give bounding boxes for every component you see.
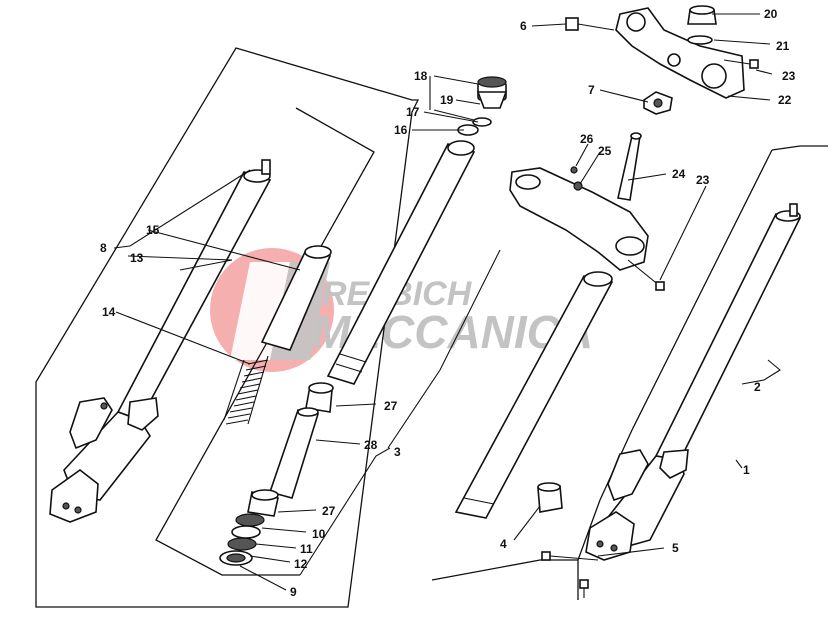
- top-yoke-22: [615, 7, 745, 99]
- callout-4: 4: [500, 537, 507, 551]
- callout-27-upper: 27: [384, 399, 398, 413]
- callout-7: 7: [588, 83, 595, 97]
- callout-1: 1: [743, 463, 750, 477]
- damper-group-frame: [155, 107, 375, 576]
- bolt-23-lower: [627, 259, 665, 291]
- callout-13: 13: [130, 251, 144, 265]
- fork-leg-13: [49, 159, 272, 523]
- spring-14: [223, 355, 269, 425]
- bushing-27-lower: [247, 489, 279, 517]
- lower-triple-clamp-24: [509, 132, 649, 271]
- callout-15: 15: [146, 223, 160, 237]
- fork-tube-damper: [326, 140, 476, 385]
- callout-2: 2: [754, 380, 761, 394]
- right-group-frame-lower: [431, 559, 578, 581]
- left-group-frame: [35, 47, 420, 608]
- bolt-6: [565, 17, 615, 31]
- bolt-23-top: [723, 59, 759, 69]
- callout-8: 8: [100, 241, 107, 255]
- right-group-frame: [577, 145, 828, 600]
- callout-24: 24: [672, 167, 686, 181]
- callout-25: 25: [598, 144, 612, 158]
- seal-stack-10-12-9: [219, 513, 265, 566]
- callout-3: 3: [394, 445, 401, 459]
- callout-21: 21: [776, 39, 790, 53]
- callout-12: 12: [294, 557, 308, 571]
- callout-20: 20: [764, 7, 778, 21]
- fork-tube-2: [454, 271, 614, 519]
- callout-19: 19: [440, 93, 454, 107]
- callout-16: 16: [394, 123, 408, 137]
- damper-tube-28: [268, 407, 320, 499]
- callout-10: 10: [312, 527, 326, 541]
- bushing-27-upper: [305, 382, 334, 413]
- callout-18: 18: [414, 69, 428, 83]
- callout-11: 11: [300, 542, 313, 556]
- inner-tube-15: [260, 245, 332, 351]
- callout-26: 26: [580, 132, 594, 146]
- callout-14: 14: [102, 305, 116, 319]
- callout-28: 28: [364, 438, 378, 452]
- fork-cap-assembly: [457, 76, 508, 136]
- callout-5: 5: [672, 541, 679, 555]
- callout-23-lower: 23: [696, 173, 710, 187]
- callout-23-top: 23: [782, 69, 796, 83]
- callout-17: 17: [406, 105, 420, 119]
- callout-27-lower: 27: [322, 504, 336, 518]
- callout-6: 6: [520, 19, 527, 33]
- bushing-4: [537, 482, 563, 513]
- callout-labels: 1 2 3 4 5 6 7 8 9 10 11 12 13 14 15 16 1…: [100, 7, 796, 599]
- callout-22: 22: [778, 93, 792, 107]
- cap-20-washer-21: [687, 5, 717, 45]
- screw-5: [541, 551, 599, 598]
- leader-3: [387, 249, 501, 449]
- fork-leg-1: [585, 203, 802, 561]
- callout-9: 9: [290, 585, 297, 599]
- nut-7: [643, 91, 673, 115]
- leader-lines: [113, 13, 781, 591]
